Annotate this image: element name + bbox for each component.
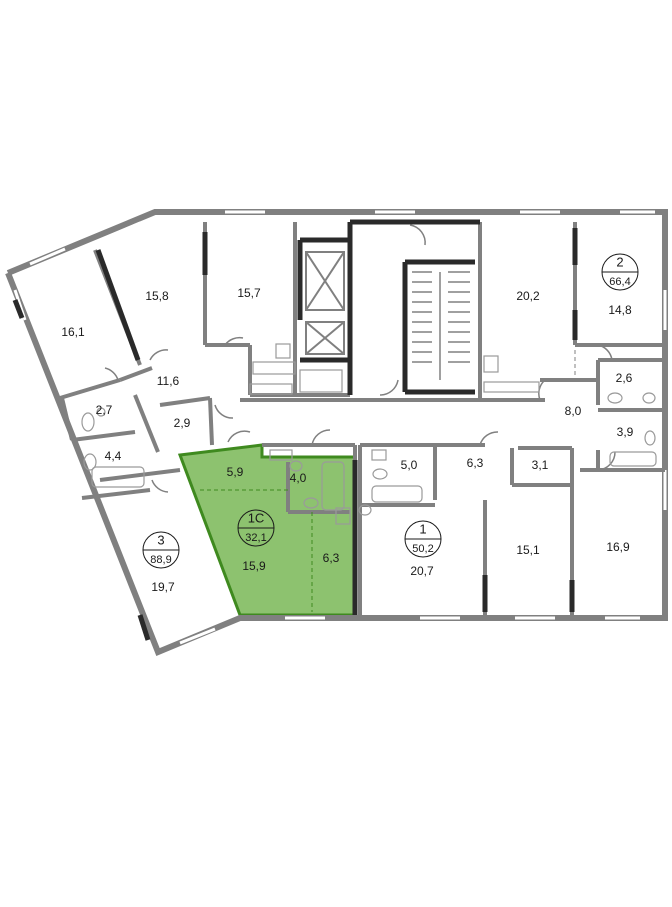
windows [13, 210, 667, 645]
room-area: 6,3 [323, 551, 340, 565]
room-area: 2,6 [616, 371, 633, 385]
staircase [412, 271, 470, 380]
room-area: 4,4 [105, 449, 122, 463]
room-area: 2,9 [174, 416, 191, 430]
room-area: 2,7 [96, 403, 113, 417]
apartment-1c-highlight[interactable] [177, 443, 357, 617]
apartment-total-area: 88,9 [150, 554, 171, 566]
apartment-marker-1[interactable]: 1 50,2 [404, 520, 442, 558]
room-area: 5,0 [401, 458, 418, 472]
apartment-marker-1c[interactable]: 1С 32,1 [237, 509, 275, 547]
room-area: 20,2 [516, 289, 540, 303]
room-area: 15,9 [242, 559, 266, 573]
apartment-total-area: 50,2 [412, 543, 433, 555]
apartment-total-area: 66,4 [609, 276, 630, 288]
zone-lines [200, 489, 313, 612]
lift-shafts [305, 251, 345, 355]
apartment-number: 3 [157, 532, 164, 547]
room-area: 14,8 [608, 303, 632, 317]
room-area: 16,1 [61, 325, 85, 339]
apartment-number: 1 [419, 521, 426, 536]
room-area: 15,1 [516, 543, 540, 557]
room-area: 16,9 [606, 540, 630, 554]
room-area: 5,9 [227, 465, 244, 479]
apartment-marker-3[interactable]: 3 88,9 [142, 531, 180, 569]
apartment-number: 2 [616, 254, 623, 269]
room-area: 3,1 [532, 458, 549, 472]
room-labels: 16,1 15,8 15,7 11,6 2,7 4,4 2,9 19,7 5,9… [61, 286, 633, 594]
room-area: 11,6 [157, 374, 180, 388]
room-area: 6,3 [467, 456, 484, 470]
room-area: 8,0 [565, 404, 582, 418]
bathroom-fixtures [81, 343, 657, 525]
structural-walls [12, 219, 578, 641]
room-area: 15,7 [237, 286, 261, 300]
room-area: 20,7 [410, 564, 434, 578]
room-area: 3,9 [617, 425, 634, 439]
room-area: 19,7 [151, 580, 175, 594]
room-area: 15,8 [145, 289, 169, 303]
outer-walls [5, 209, 668, 656]
apartment-marker-2[interactable]: 2 66,4 [601, 253, 639, 291]
apartment-total-area: 32,1 [245, 532, 266, 544]
apartment-number: 1С [248, 510, 265, 525]
room-area: 4,0 [290, 471, 307, 485]
